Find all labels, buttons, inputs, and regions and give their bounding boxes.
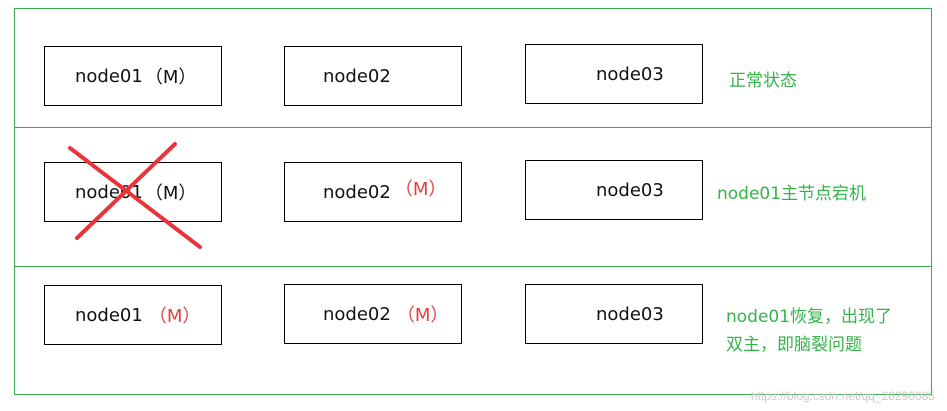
node-name: node02 xyxy=(323,65,391,87)
node-name: node03 xyxy=(596,179,664,201)
node-name: node02 xyxy=(323,303,391,325)
row2-node02-box: node02 （M） xyxy=(284,162,462,222)
row2-status-note: node01主节点宕机 xyxy=(717,179,866,204)
diagram-frame xyxy=(14,8,932,395)
watermark: https://blog.csdn.net/qq_26296085 xyxy=(750,389,935,403)
note-line: 双主，即脑裂问题 xyxy=(726,335,862,355)
note-line: node01恢复，出现了 xyxy=(726,307,893,327)
row-divider-1 xyxy=(14,127,932,128)
row1-node03-box: node03 xyxy=(525,44,703,104)
row-divider-2 xyxy=(14,266,932,267)
master-mark: （M） xyxy=(148,306,201,327)
node-name: node03 xyxy=(596,63,664,85)
row3-node02-box: node02 （M） xyxy=(284,284,462,344)
row3-node01-box: node01 （M） xyxy=(44,285,222,345)
master-mark: （M） xyxy=(144,67,197,88)
row1-node01-box: node01 （M） xyxy=(44,46,222,106)
master-mark: （M） xyxy=(144,183,197,204)
row3-status-note: node01恢复，出现了 双主，即脑裂问题 xyxy=(726,303,892,359)
node-name: node03 xyxy=(596,303,664,325)
row2-node03-box: node03 xyxy=(525,160,703,220)
node-name: node01 xyxy=(75,65,143,87)
row1-node02-box: node02 xyxy=(284,46,462,106)
master-mark: （M） xyxy=(394,179,447,200)
node-name: node01 xyxy=(75,304,143,326)
note-line: node01主节点宕机 xyxy=(717,184,867,204)
note-line: 正常状态 xyxy=(729,71,797,91)
row2-node01-box: node01 （M） xyxy=(44,162,222,222)
node-name: node01 xyxy=(75,181,143,203)
master-mark: （M） xyxy=(396,305,449,326)
row3-node03-box: node03 xyxy=(525,284,703,344)
row1-status-note: 正常状态 xyxy=(729,66,797,91)
node-name: node02 xyxy=(323,181,391,203)
